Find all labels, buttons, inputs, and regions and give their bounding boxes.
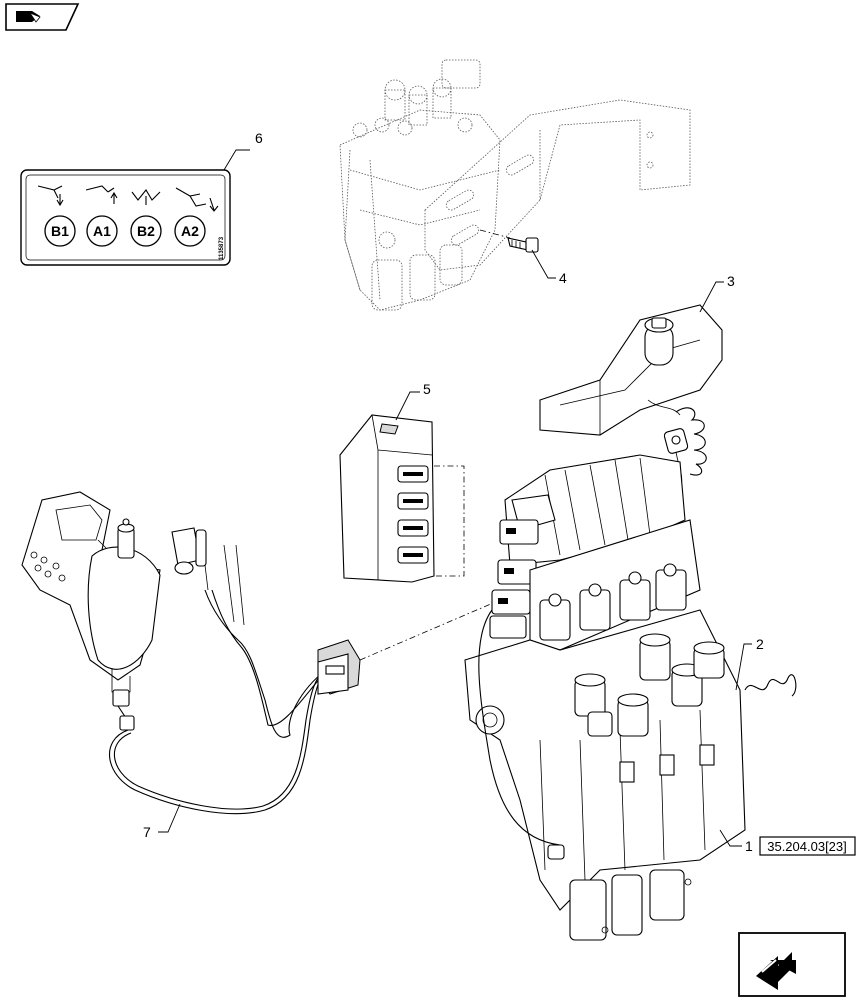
callout-leader-5 [395,391,420,421]
callout-leader-4 [531,249,556,279]
callout-3: 3 [727,273,735,289]
callout-leader-7 [158,803,181,833]
lanyard-clip [645,399,707,526]
back-arrow-icon[interactable] [5,3,80,31]
callout-7: 7 [143,824,151,840]
top-cover [539,304,723,436]
callout-leader-1 [719,829,742,847]
rubber-boot [339,414,465,583]
callout-1: 1 [745,838,753,854]
cross-reference-text: 35.204.03[23] [767,839,847,854]
decal-part-code: 1135873 [219,236,225,260]
callout-6: 6 [255,130,263,146]
wiring-harness [109,527,501,815]
decal-label-a1: A1 [93,223,111,239]
joystick-grip [21,491,161,707]
cross-reference-box[interactable]: 35.204.03[23] [759,836,856,856]
callout-4: 4 [559,270,567,286]
callout-leader-3 [699,281,724,313]
next-page-arrow-icon[interactable] [738,932,846,997]
decal-label-a2: A2 [181,223,199,239]
callout-5: 5 [423,381,431,397]
callout-2: 2 [756,636,764,652]
control-valve-body [464,454,797,941]
callout-leader-6 [223,149,250,171]
decal-label-b2: B2 [137,223,155,239]
control-decal: B1 A1 B2 A2 1135873 [20,169,231,266]
bolt [479,229,539,253]
valve-assembly-with-bracket [339,59,691,311]
decal-label-b1: B1 [51,223,69,239]
callout-leader-2 [735,643,752,691]
